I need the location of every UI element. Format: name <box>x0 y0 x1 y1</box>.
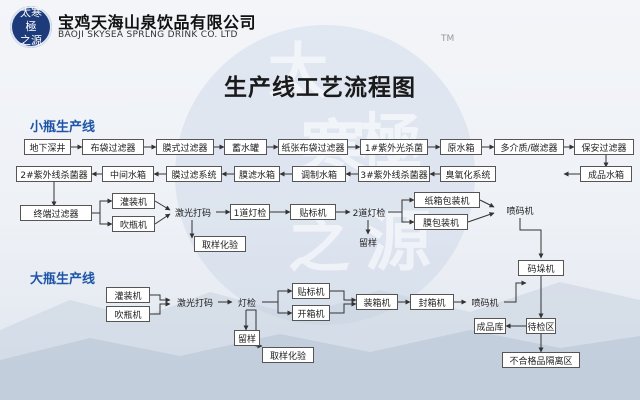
node-large-blower: 吹瓶机 <box>106 306 150 322</box>
node-film-packer: 膜包装机 <box>414 214 468 230</box>
node-membrane-filter: 膜式过滤器 <box>156 139 214 155</box>
node-small-inkjet: 喷码机 <box>506 206 534 217</box>
node-middle-tank: 中间水箱 <box>102 166 154 182</box>
company-logo: 太寒 極 之源 <box>10 6 52 48</box>
node-small-filler: 灌装机 <box>112 193 155 209</box>
node-large-retain-sample: 留样 <box>234 330 260 346</box>
watermark-glyph: 太 <box>268 37 328 107</box>
node-small-blower: 吹瓶机 <box>112 216 155 232</box>
node-uv2-sterilizer: 2#紫外线杀菌器 <box>16 166 92 182</box>
node-uv3-sterilizer: 3#紫外线杀菌器 <box>358 166 430 182</box>
node-blend-tank: 调制水箱 <box>292 166 346 182</box>
node-large-lamp-check: 灯检 <box>237 298 256 309</box>
node-large-labeler: 贴标机 <box>292 283 330 299</box>
node-finished-store: 成品库 <box>474 318 506 334</box>
section-small-bottle: 小瓶生产线 <box>30 120 96 135</box>
page-title: 生产线工艺流程图 <box>224 75 416 101</box>
node-stacker: 码垛机 <box>518 260 564 276</box>
node-large-laser-coder: 激光打码 <box>176 298 213 309</box>
node-small-lamp-check-2: 2道灯检 <box>352 208 386 219</box>
node-carton-packer: 纸箱包装机 <box>414 192 480 208</box>
node-multi-media-filter: 多介质/碳滤器 <box>494 139 564 155</box>
watermark-glyph: 之 <box>288 208 351 281</box>
node-small-labeler: 贴标机 <box>290 204 336 220</box>
node-security-filter: 保安过滤器 <box>574 139 634 155</box>
node-bag-filter: 布袋过滤器 <box>82 139 144 155</box>
node-inspection-zone: 待检区 <box>526 318 556 334</box>
node-large-inkjet: 喷码机 <box>471 298 499 309</box>
node-small-laser-coder: 激光打码 <box>174 208 211 219</box>
node-reject-isolation-zone: 不合格品隔离区 <box>502 352 580 368</box>
node-large-sample-test: 取样化验 <box>262 347 314 363</box>
node-raw-water-tank: 原水箱 <box>440 139 482 155</box>
node-membrane-system: 膜过滤系统 <box>166 166 222 182</box>
node-small-lamp-check-1: 1道灯检 <box>230 204 270 220</box>
company-name-cn: 宝鸡天海山泉饮品有限公司 <box>58 13 257 32</box>
node-carton-sealer: 封箱机 <box>410 294 454 310</box>
node-reservoir: 蓄水罐 <box>224 139 267 155</box>
node-uv1-sterilizer: 1#紫外光杀菌 <box>360 139 428 155</box>
trademark-mark: TM <box>441 34 455 44</box>
section-large-bottle: 大瓶生产线 <box>30 272 96 287</box>
node-membrane-filter-tank: 膜滤水箱 <box>234 166 280 182</box>
node-terminal-filter: 终端过滤器 <box>20 205 92 221</box>
node-deep-well: 地下深井 <box>24 139 71 155</box>
node-small-retain-sample: 留样 <box>358 238 377 249</box>
node-paper-bag-filter: 纸张布袋过滤器 <box>278 139 348 155</box>
node-carton-loader: 装箱机 <box>356 294 398 310</box>
node-carton-opener: 开箱机 <box>292 305 330 321</box>
node-small-sample-test: 取样化验 <box>194 236 246 252</box>
node-product-water-tank: 成品水箱 <box>580 166 632 182</box>
node-ozone-system: 臭氧化系统 <box>440 166 496 182</box>
company-name-en: BAOJI SKYSEA SPRLNG DRINK CO. LTD <box>58 30 238 40</box>
node-large-filler: 灌装机 <box>106 287 150 303</box>
